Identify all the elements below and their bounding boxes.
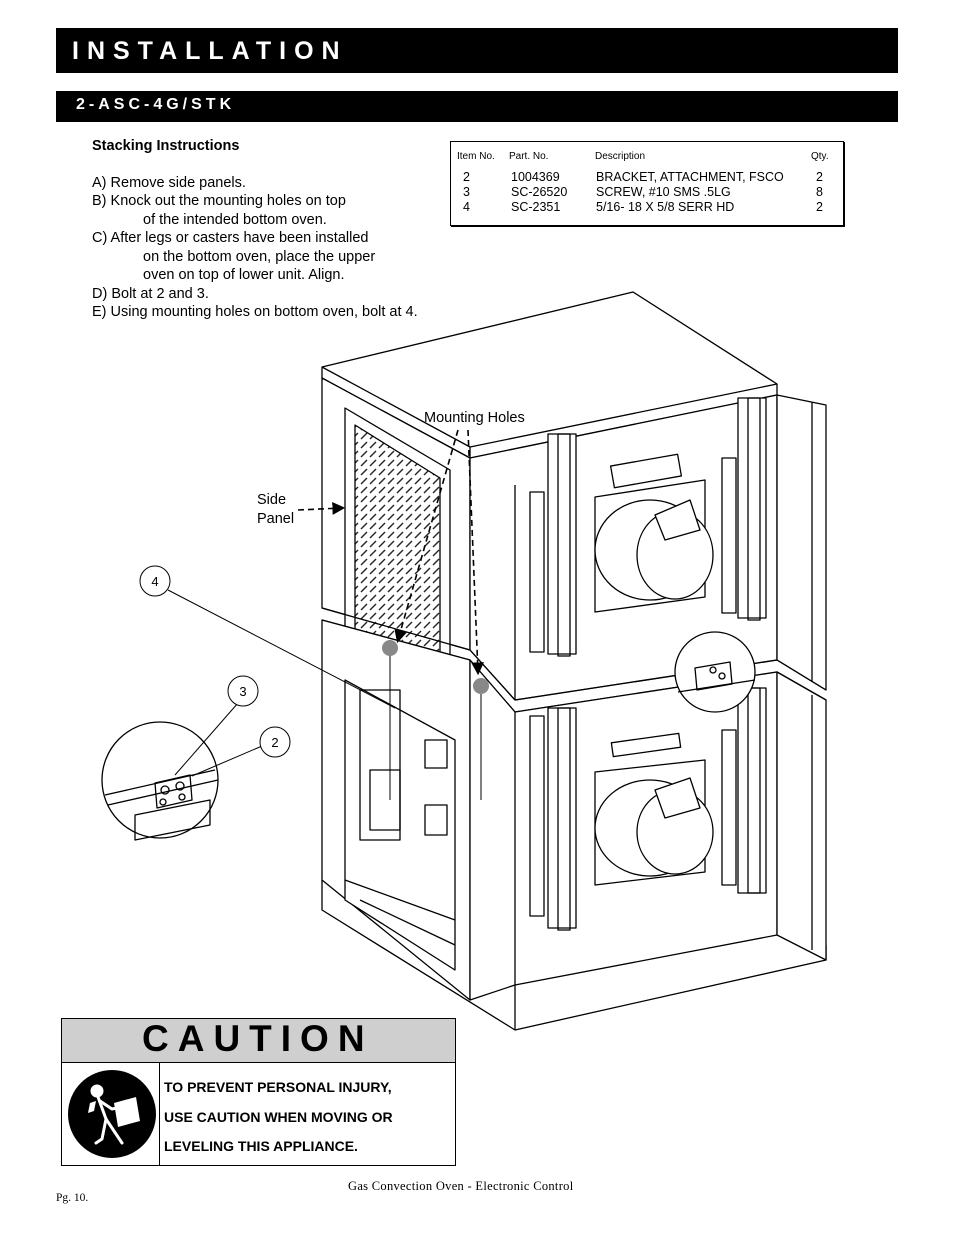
side-label: Side	[257, 492, 286, 508]
callout-label: 3	[239, 684, 246, 699]
parts-cell: 1004369	[511, 170, 560, 184]
section-header-bar: INSTALLATION	[56, 28, 898, 73]
caution-line: LEVELING THIS APPLIANCE.	[164, 1138, 358, 1154]
parts-cell: BRACKET, ATTACHMENT, FSCO	[596, 170, 784, 184]
instruction-step: C) After legs or casters have been insta…	[92, 230, 369, 246]
model-header-bar: 2-ASC-4G/STK	[56, 91, 898, 122]
right-door-lower	[776, 671, 827, 961]
instruction-step: D) Bolt at 2 and 3.	[92, 285, 209, 302]
mounting-holes-leader	[467, 429, 484, 676]
mounting-hole	[382, 640, 398, 656]
caution-icon-box	[62, 1063, 160, 1165]
parts-header-desc: Description	[595, 151, 646, 162]
parts-cell: SC-26520	[511, 185, 568, 199]
callout-label: 2	[271, 735, 278, 750]
parts-cell: 5/16- 18 X 5/8 SERR HD	[596, 200, 735, 214]
parts-cell: SC-2351	[511, 200, 561, 214]
mounting-holes-leader	[394, 429, 459, 644]
parts-header-qty: Qty.	[811, 151, 829, 162]
caution-message: TO PREVENT PERSONAL INJURY, USE CAUTION …	[164, 1073, 393, 1162]
parts-table: Item No. Part. No. Description Qty. 2 10…	[450, 141, 844, 226]
caution-box: CAUTION TO PREVENT PERSONAL INJURY, USE …	[61, 1018, 456, 1166]
stacking-instructions: Stacking Instructions A) Remove side pan…	[92, 137, 418, 322]
instruction-step: A) Remove side panels.	[92, 174, 246, 191]
mounting-hole	[473, 678, 489, 694]
instruction-step: E) Using mounting holes on bottom oven, …	[92, 304, 418, 320]
person-lifting-box-icon	[68, 1070, 156, 1158]
instruction-step: of the intended bottom oven.	[143, 211, 327, 228]
instruction-step: oven on top of lower unit. Align.	[143, 267, 345, 283]
caution-line: USE CAUTION WHEN MOVING OR	[164, 1108, 393, 1125]
parts-cell: SCREW, #10 SMS .5LG	[596, 185, 731, 199]
side-panel-leader	[297, 502, 346, 515]
parts-cell: 2	[816, 200, 823, 214]
parts-cell: 8	[816, 185, 823, 199]
footer-doc-title: Gas Convection Oven - Electronic Control	[348, 1179, 574, 1193]
parts-cell: 4	[463, 200, 470, 214]
callout-label: 4	[151, 574, 158, 589]
instructions-heading: Stacking Instructions	[92, 138, 240, 154]
model-title: 2-ASC-4G/STK	[76, 96, 236, 113]
parts-cell: 3	[463, 185, 470, 199]
caution-header: CAUTION	[62, 1018, 455, 1063]
parts-header-part: Part. No.	[509, 151, 549, 162]
instruction-step: B) Knock out the mounting holes on top	[92, 193, 346, 209]
parts-cell: 2	[463, 170, 470, 184]
caution-title: CAUTION	[142, 1018, 374, 1059]
right-door-upper	[776, 394, 827, 691]
oven-seam	[321, 607, 827, 701]
caution-line: TO PREVENT PERSONAL INJURY,	[164, 1079, 392, 1095]
panel-label: Panel	[257, 511, 294, 527]
footer-page-number: Pg. 10.	[56, 1192, 89, 1204]
parts-cell: 2	[816, 170, 823, 184]
parts-header-item: Item No.	[457, 151, 495, 162]
section-title: INSTALLATION	[72, 37, 348, 65]
callout-bubble	[139, 565, 291, 758]
mounting-holes-label: Mounting Holes	[424, 410, 525, 426]
detail-circle-lower	[101, 721, 219, 839]
instruction-step: on the bottom oven, place the upper	[143, 248, 376, 265]
